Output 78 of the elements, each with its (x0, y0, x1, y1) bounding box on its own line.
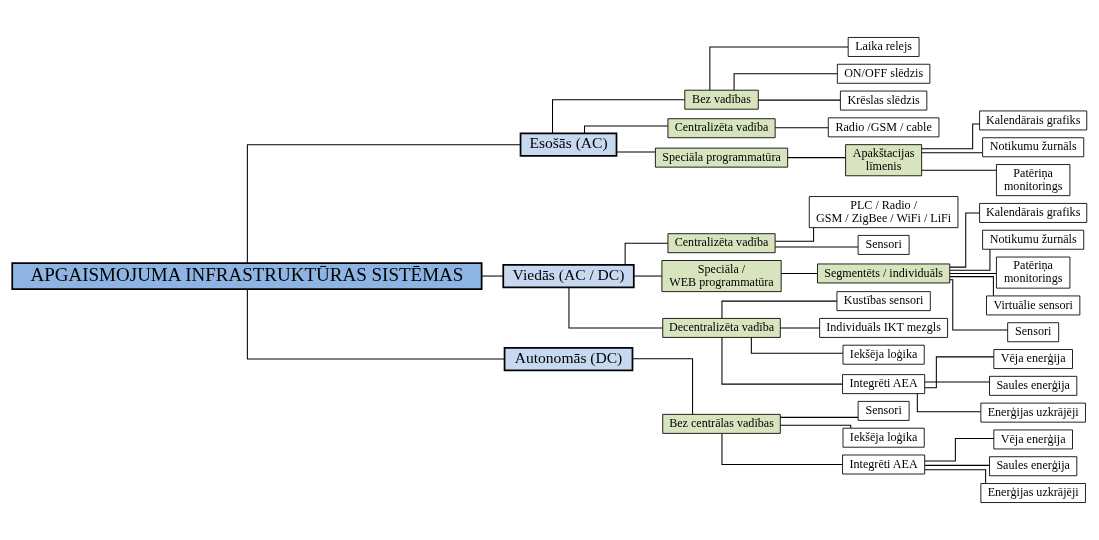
connector (924, 438, 995, 462)
connector (924, 381, 990, 383)
node-box: Apakštacijas līmenis (845, 144, 923, 177)
connector (616, 151, 656, 153)
node-box: Enerģijas uzkrājēji (980, 402, 1086, 423)
connector (733, 73, 838, 91)
node-box: Centralizēta vadība (667, 118, 776, 139)
node-box: Saules enerģija (989, 375, 1078, 396)
node-box: Individuāls IKT mezgls (819, 318, 948, 338)
connector (949, 279, 1009, 331)
node-box: ON/OFF slēdzis (836, 63, 931, 84)
node-box: Patēriņa monitorings (996, 164, 1071, 197)
connector (757, 99, 841, 101)
node-box: Decentralizēta vadība (662, 318, 781, 338)
connector (924, 356, 995, 389)
connector (633, 275, 663, 277)
node-box: Vēja enerģija (993, 429, 1073, 450)
node-box: Virtuālie sensori (986, 295, 1081, 316)
node-box: Vēja enerģija (993, 349, 1073, 369)
connector (780, 272, 818, 274)
node-box: Integrēti AEA (842, 454, 926, 475)
node-box: Krēslas slēdzis (839, 90, 928, 111)
connector (949, 276, 994, 297)
connector (721, 300, 838, 319)
node-box: Kalendārais grafiks (979, 110, 1088, 131)
node-box: Iekšēja loģika (842, 344, 925, 365)
connector (721, 433, 843, 466)
connector (780, 327, 820, 329)
node-box: Radio /GSM / cable (827, 117, 940, 138)
connector (584, 125, 669, 134)
node-box: Esošās (AC) (519, 132, 618, 157)
node-box: Laika relejs (847, 37, 920, 57)
connector (949, 272, 997, 274)
node-box: Sensori (1007, 322, 1060, 343)
connector (481, 275, 504, 277)
connector (949, 248, 991, 271)
node-box: Speciāla / WEB programmatūra (661, 260, 782, 293)
node-box: Integrēti AEA (842, 374, 926, 395)
node-box: Notikumu žurnāls (982, 137, 1085, 158)
node-box: PLC / Radio / GSM / ZigBee / WiFi / LiFi (808, 196, 959, 229)
connector (246, 288, 505, 360)
connector (721, 336, 843, 385)
node-box: Centralizēta vadība (667, 233, 776, 254)
connector (774, 127, 829, 129)
connector (921, 169, 997, 171)
connector (779, 424, 852, 429)
connector (709, 46, 849, 91)
node-box: Bez centrālas vadības (662, 413, 781, 434)
node-box: Kustības sensori (836, 291, 931, 312)
node-box: Bez vadības (684, 89, 759, 110)
connector (246, 144, 521, 264)
connector (924, 464, 990, 466)
connector (632, 358, 694, 415)
node-box: Sensori (857, 235, 910, 255)
node-box: Enerģijas uzkrājēji (980, 483, 1086, 503)
node-box: Sensori (857, 400, 910, 421)
node-box: Viedās (AC / DC) (502, 263, 635, 289)
node-box: Segmentēts / individuāls (817, 263, 951, 284)
node-box: Patēriņa monitorings (996, 256, 1071, 289)
connector (552, 99, 685, 134)
connector (916, 393, 982, 413)
connector (774, 227, 815, 242)
node-box: APGAISMOJUMA INFRASTRUKTŪRAS SISTĒMAS (11, 262, 483, 290)
connector (921, 152, 983, 154)
node-box: Notikumu žurnāls (982, 229, 1085, 250)
node-box: Iekšēja loģika (842, 427, 925, 448)
connector (774, 246, 859, 248)
node-box: Speciāla programmatūra (654, 147, 789, 168)
connector (924, 469, 987, 484)
connector (780, 416, 859, 418)
node-box: Saules enerģija (989, 456, 1078, 477)
node-box: Kalendārais grafiks (979, 203, 1088, 223)
connector (921, 123, 980, 150)
node-box: Autonomās (DC) (503, 346, 634, 372)
connector (624, 242, 669, 266)
connector (750, 337, 844, 354)
connector (568, 286, 664, 329)
connector (787, 157, 847, 159)
